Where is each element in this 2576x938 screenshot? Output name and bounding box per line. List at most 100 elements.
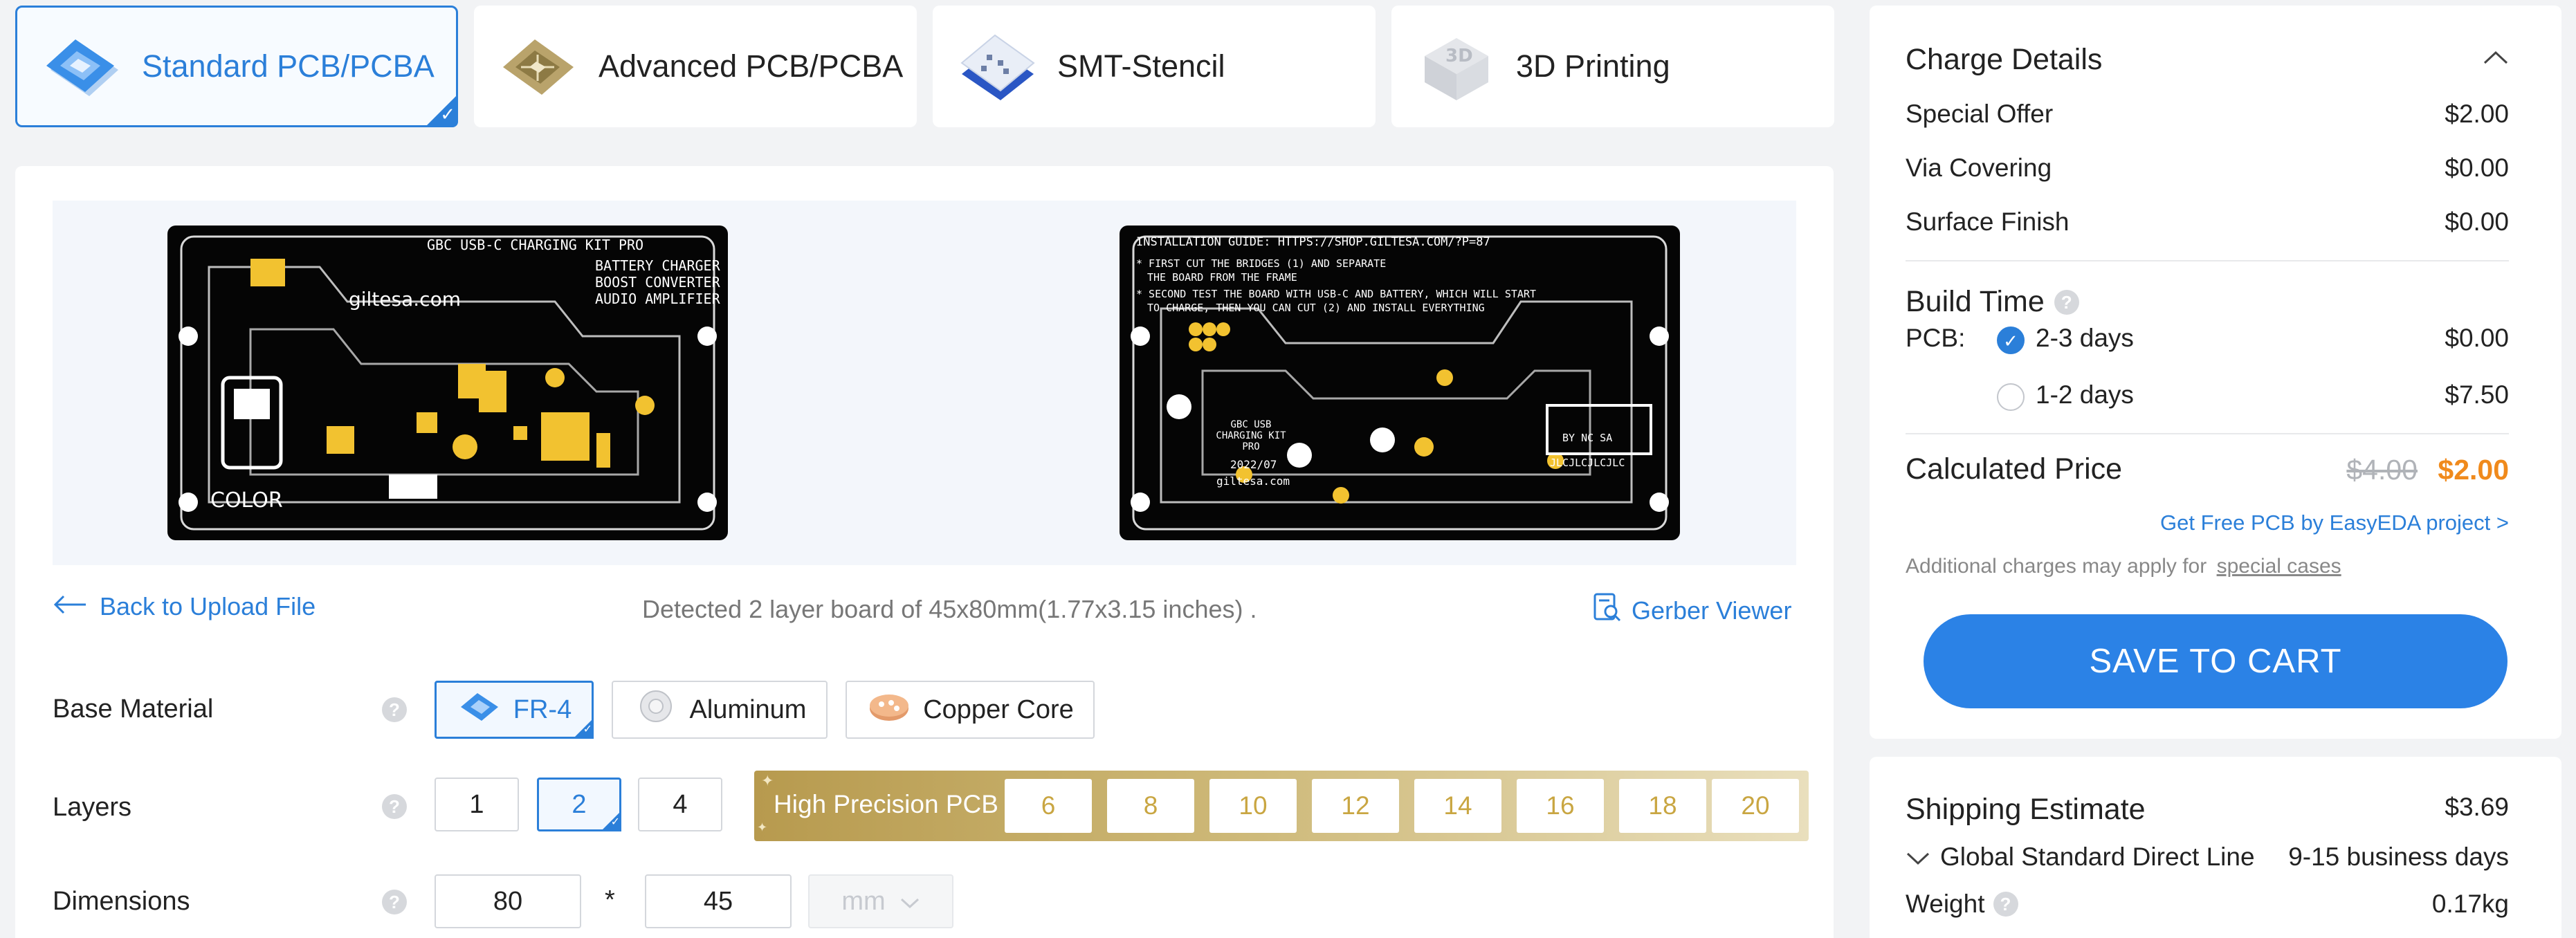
3d-printing-icon: 3D (1411, 28, 1501, 104)
chevron-up-icon[interactable] (2483, 50, 2509, 68)
calculated-price-label: Calculated Price (1906, 452, 2123, 486)
pcb-build-label: PCB: (1906, 324, 1966, 352)
shipping-estimate-card: Shipping Estimate $3.69 Global Standard … (1870, 757, 2561, 938)
front-board-title: GBC USB-C CHARGING KIT PRO (427, 237, 644, 253)
back-board-date: 2022/07 (1230, 458, 1277, 471)
layer-16-option[interactable]: 16 (1517, 779, 1604, 833)
shipping-method-select[interactable]: Global Standard Direct Line (1906, 843, 2255, 872)
special-cases-link[interactable]: special cases (2216, 555, 2341, 578)
build-option-label: 2-3 days (2036, 324, 2134, 352)
back-board-title: INSTALLATION GUIDE: HTTPS://SHOP.GILTESA… (1136, 235, 1490, 249)
chevron-down-icon (1906, 843, 1930, 872)
dimension-unit-select[interactable]: mm (808, 874, 953, 928)
material-aluminum-option[interactable]: Aluminum (612, 681, 828, 739)
dimensions-label: Dimensions (53, 887, 190, 916)
layer-20-option[interactable]: 20 (1712, 779, 1799, 833)
sparkle-icon: ✦ (757, 820, 768, 834)
layer-option-label: 1 (469, 789, 484, 819)
front-board-line: BATTERY CHARGER (595, 257, 720, 274)
front-board-color: COLOR (210, 488, 283, 513)
back-board-line: TO CHARGE, THEN YOU CAN CUT (2) AND INST… (1147, 302, 1485, 314)
gerber-viewer-icon (1593, 592, 1622, 629)
front-board-line: AUDIO AMPLIFIER (595, 291, 720, 307)
save-to-cart-button[interactable]: SAVE TO CART (1924, 614, 2508, 708)
copper-core-icon (866, 689, 912, 730)
layer-12-option[interactable]: 12 (1312, 779, 1399, 833)
back-board-jlc: JLCJLCJLCJLC (1550, 457, 1625, 469)
check-icon: ✓ (425, 94, 458, 127)
divider (1906, 433, 2509, 434)
back-board-line: THE BOARD FROM THE FRAME (1147, 271, 1297, 284)
note-prefix: Additional charges may apply for (1906, 555, 2207, 578)
via-covering-value: $0.00 (2445, 154, 2509, 182)
tab-standard-pcb[interactable]: Standard PCB/PCBA ✓ (15, 6, 458, 127)
help-icon[interactable]: ? (382, 697, 407, 722)
shipping-estimate-title: Shipping Estimate (1906, 793, 2146, 826)
unit-label: mm (841, 886, 886, 916)
layer-4-option[interactable]: 4 (638, 778, 722, 831)
layer-8-option[interactable]: 8 (1107, 779, 1194, 833)
material-option-label: FR-4 (513, 695, 572, 724)
chevron-down-icon (899, 887, 920, 917)
help-icon[interactable]: ? (382, 890, 407, 914)
tab-label: SMT-Stencil (1057, 48, 1225, 84)
gerber-preview: GBC USB-C CHARGING KIT PRO BATTERY CHARG… (53, 201, 1796, 565)
layer-1-option[interactable]: 1 (435, 778, 519, 831)
pcb-back-preview: INSTALLATION GUIDE: HTTPS://SHOP.GILTESA… (1120, 226, 1680, 540)
divider (1906, 260, 2509, 261)
layer-option-label: 2 (572, 789, 587, 819)
layer-6-option[interactable]: 6 (1005, 779, 1092, 833)
build-option-label: 1-2 days (2036, 380, 2134, 409)
tab-smt-stencil[interactable]: SMT-Stencil (933, 6, 1376, 127)
shipping-price: $3.69 (2445, 793, 2509, 821)
layer-option-label: 4 (673, 789, 688, 819)
front-board-line: BOOST CONVERTER (595, 274, 720, 291)
material-option-label: Copper Core (923, 695, 1074, 724)
material-fr4-option[interactable]: FR-4 ✓ (435, 681, 594, 739)
back-board-license: BY NC SA (1562, 432, 1613, 444)
special-offer-label: Special Offer (1906, 100, 2054, 128)
gerber-viewer-label: Gerber Viewer (1632, 596, 1792, 625)
check-icon: ✓ (601, 811, 621, 831)
layer-2-option[interactable]: 2 ✓ (537, 778, 621, 831)
help-icon[interactable]: ? (382, 794, 407, 819)
tab-advanced-pcb[interactable]: Advanced PCB/PCBA (474, 6, 917, 127)
sparkle-icon: ✦ (761, 772, 774, 789)
old-price: $4.00 (2346, 454, 2418, 486)
dimension-width-input[interactable]: 45 (645, 874, 792, 928)
tab-label: Standard PCB/PCBA (142, 48, 435, 84)
special-offer-value: $2.00 (2445, 100, 2509, 128)
stencil-icon (952, 28, 1042, 104)
layer-14-option[interactable]: 14 (1414, 779, 1501, 833)
back-to-upload-label: Back to Upload File (100, 592, 316, 620)
free-pcb-link[interactable]: Get Free PCB by EasyEDA project > (2160, 511, 2509, 535)
build-2-3-days-radio[interactable]: ✓ (1997, 327, 2025, 354)
layer-10-option[interactable]: 10 (1209, 779, 1297, 833)
help-icon[interactable]: ? (2054, 289, 2079, 315)
back-to-upload-link[interactable]: Back to Upload File (53, 592, 316, 621)
charge-details-card: Charge Details Special Offer $2.00 Via C… (1870, 6, 2561, 739)
pcb-front-preview: GBC USB-C CHARGING KIT PRO BATTERY CHARG… (167, 226, 728, 540)
tab-3d-printing[interactable]: 3D 3D Printing (1391, 6, 1834, 127)
svg-text:3D: 3D (1445, 46, 1473, 66)
material-copper-core-option[interactable]: Copper Core (846, 681, 1095, 739)
build-1-2-days-radio[interactable] (1997, 383, 2025, 411)
gerber-viewer-link[interactable]: Gerber Viewer (1593, 592, 1791, 629)
back-board-line: * SECOND TEST THE BOARD WITH USB-C AND B… (1136, 288, 1536, 300)
tab-label: Advanced PCB/PCBA (599, 48, 904, 84)
layer-18-option[interactable]: 18 (1619, 779, 1706, 833)
build-option-value: $0.00 (2445, 324, 2509, 352)
surface-finish-value: $0.00 (2445, 208, 2509, 236)
check-icon: ✓ (573, 718, 594, 739)
build-time-label: Build Time (1906, 285, 2045, 318)
detected-board-info: Detected 2 layer board of 45x80mm(1.77x3… (642, 595, 1257, 623)
surface-finish-label: Surface Finish (1906, 208, 2070, 236)
standard-pcb-icon (37, 28, 127, 104)
shipping-method-label: Global Standard Direct Line (1940, 843, 2255, 871)
shipping-days: 9-15 business days (2288, 843, 2509, 871)
build-option-value: $7.50 (2445, 380, 2509, 409)
additional-charges-note: Additional charges may apply for special… (1906, 555, 2341, 578)
advanced-pcb-icon (493, 28, 583, 104)
help-icon[interactable]: ? (1993, 892, 2018, 917)
dimension-length-input[interactable]: 80 (435, 874, 581, 928)
